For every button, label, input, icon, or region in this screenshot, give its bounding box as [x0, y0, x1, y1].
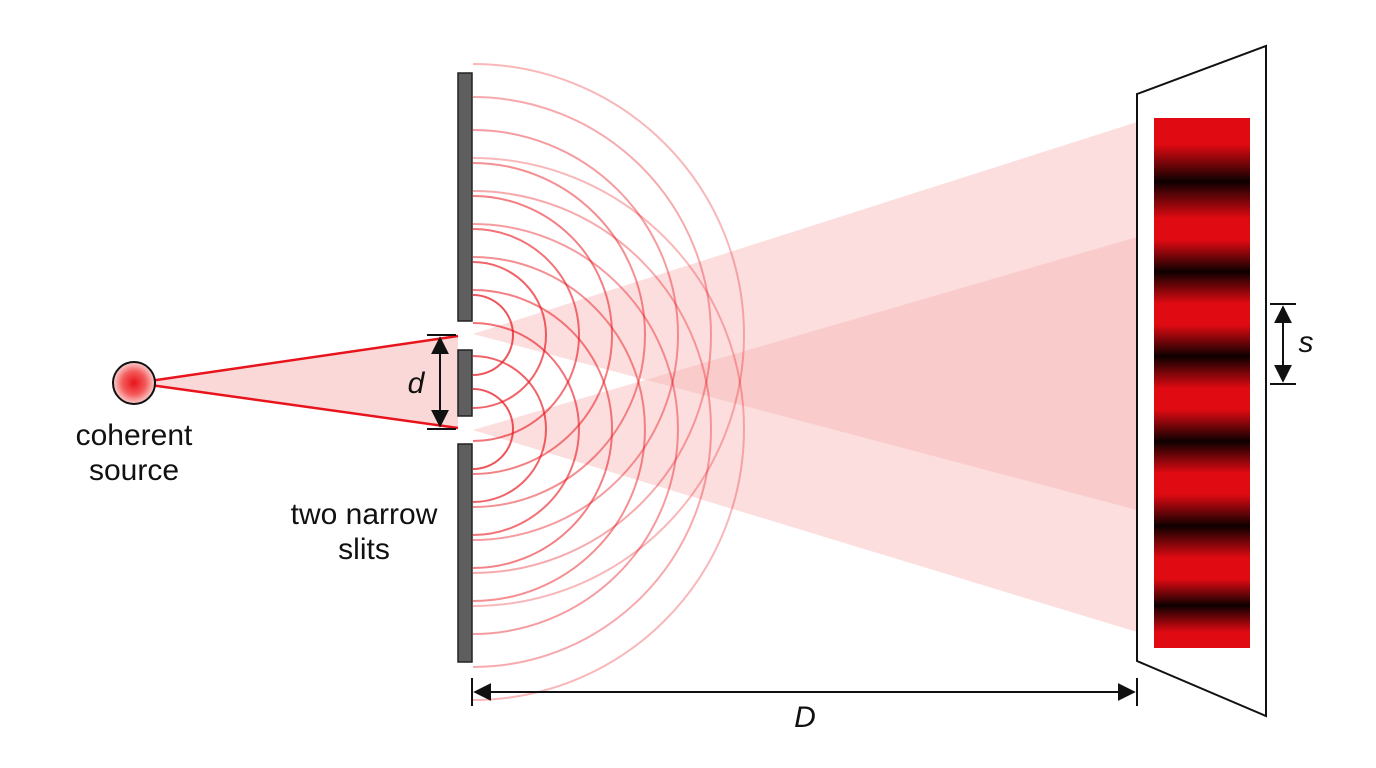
- barrier-middle-segment: [457, 349, 473, 417]
- lower-slit-wavefront-1: [472, 388, 514, 470]
- upper-slit-wavefront-5: [472, 162, 646, 508]
- slit-separation-marker: d: [408, 334, 456, 430]
- upper-slit-wavefront-8: [472, 63, 745, 607]
- incident-beam-fill: [136, 336, 458, 428]
- screen-distance-marker: D: [471, 678, 1138, 734]
- upper-slit-wavefront-7: [472, 96, 712, 574]
- interference-fringes: [1154, 118, 1250, 648]
- lower-slit-wavefront-4: [472, 289, 613, 569]
- fringe-spacing-label: s: [1299, 326, 1314, 359]
- upper-slit-wavefront-2: [472, 261, 547, 409]
- lower-slit-wavefront-8: [472, 157, 745, 701]
- lower-slit-wavefront-7: [472, 190, 712, 668]
- beam-lower-slit: [473, 237, 1137, 632]
- barrier-bottom-segment: [457, 443, 473, 663]
- wavefronts-upper-slit: [472, 63, 745, 607]
- diffracted-beams: [473, 122, 1137, 632]
- source-label-line2: source: [89, 454, 179, 487]
- incident-ray-lower: [135, 381, 459, 430]
- slits-label-line2: slits: [338, 533, 390, 566]
- slits-label-line1: two narrow: [291, 498, 438, 531]
- slit-barrier: [457, 72, 473, 663]
- incident-beam: [135, 334, 459, 430]
- lower-slit-wavefront-3: [472, 322, 580, 536]
- screen: [1136, 44, 1267, 718]
- lower-slit-wavefront-5: [472, 256, 646, 602]
- upper-slit-wavefront-1: [472, 294, 514, 376]
- upper-slit-wavefront-6: [472, 129, 679, 541]
- upper-slit-wavefront-4: [472, 195, 613, 475]
- incident-ray-upper: [135, 334, 459, 385]
- beam-upper-slit: [473, 122, 1137, 510]
- lower-slit-wavefront-2: [472, 355, 547, 503]
- fringe-spacing-marker: s: [1270, 303, 1314, 385]
- upper-slit-wavefront-3: [472, 228, 580, 442]
- lower-slit-wavefront-6: [472, 223, 679, 635]
- coherent-source-icon: [112, 361, 156, 405]
- screen-distance-label: D: [794, 701, 816, 734]
- slit-separation-label: d: [408, 367, 426, 400]
- source-label-line1: coherent: [76, 419, 193, 452]
- wavefronts-lower-slit: [472, 157, 745, 701]
- barrier-top-segment: [457, 72, 473, 322]
